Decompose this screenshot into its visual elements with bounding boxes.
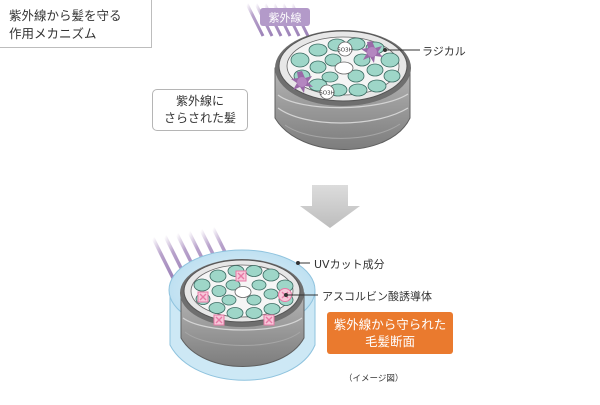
hair-state-line-1: 紫外線に [175,94,224,108]
hair-cross-section-protected [168,249,316,381]
image-note: （イメージ図） [344,374,404,384]
protected-hair-line-2: 毛髪断面 [364,334,415,349]
so3h-label-1: SO3H [337,48,352,54]
uv-cut-callout-line [296,261,310,265]
protected-hair-label-box: 紫外線から守られた 毛髪断面 [327,312,453,354]
title-box: 紫外線から髪を守る 作用メカニズム [0,0,152,48]
so3h-label-2: SO3H [319,91,334,97]
uv-cut-label: UVカット成分 [314,258,385,271]
title-line-2: 作用メカニズム [9,26,97,41]
radical-marks [291,41,383,93]
ascorbic-callout-line [284,293,318,297]
uv-badge-label: 紫外線 [269,11,302,25]
hair-state-label-box: 紫外線に さらされた髪 [152,89,248,131]
so3h-marks: SO3H SO3H [319,41,353,100]
uv-badge: 紫外線 [260,8,310,26]
down-arrow [300,185,360,228]
radical-label: ラジカル [422,45,466,58]
hair-state-line-2: さらされた髪 [163,111,236,125]
radical-callout-line [383,48,420,52]
ascorbic-label: アスコルビン酸誘導体 [322,290,432,303]
title-line-1: 紫外線から髪を守る [9,8,122,23]
protected-hair-line-1: 紫外線から守られた [333,317,447,332]
